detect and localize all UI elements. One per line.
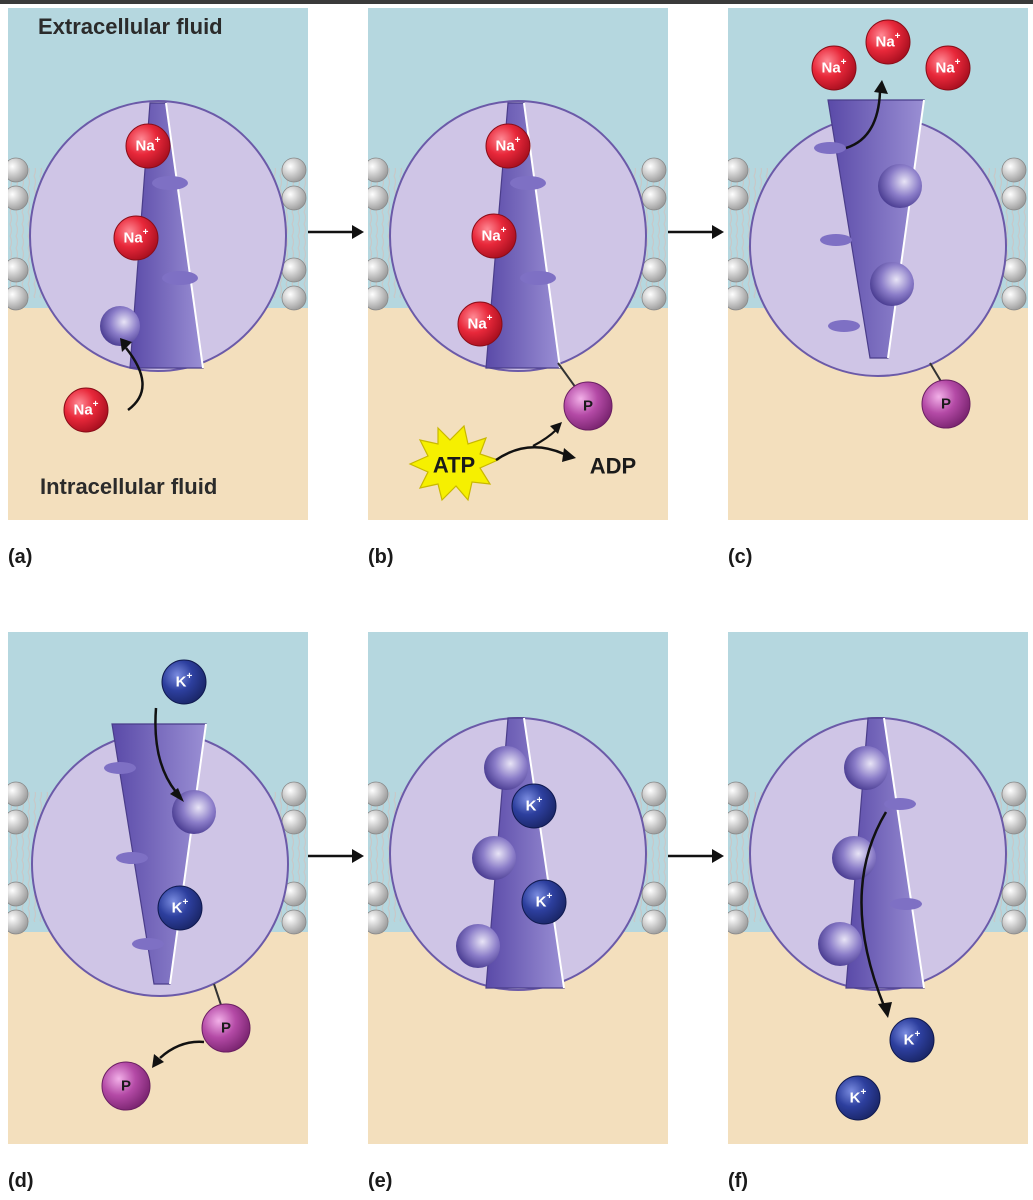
panel-f-illustration: K+ K+ bbox=[728, 632, 1028, 1144]
svg-text:Na+: Na+ bbox=[875, 31, 900, 51]
svg-text:Na+: Na+ bbox=[821, 57, 846, 77]
svg-text:Na+: Na+ bbox=[467, 313, 492, 333]
potassium-ions: K+ K+ bbox=[157, 659, 207, 931]
atp-burst: ATP bbox=[408, 424, 500, 502]
panel-d-label: (d) bbox=[8, 1170, 34, 1192]
arrow-e-to-f bbox=[668, 849, 724, 863]
pump-protein bbox=[749, 717, 1007, 991]
svg-text:Na+: Na+ bbox=[123, 227, 148, 247]
panel-f: K+ K+ bbox=[728, 632, 1028, 1144]
svg-text:P: P bbox=[121, 1078, 131, 1095]
panel-e: K+ K+ bbox=[368, 632, 668, 1144]
arrow-a-to-b bbox=[308, 225, 364, 239]
pump-protein bbox=[389, 717, 647, 991]
panel-c: Na+ Na+ Na+ P bbox=[728, 8, 1028, 520]
intracellular-fluid-label: Intracellular fluid bbox=[40, 474, 218, 499]
svg-text:Na+: Na+ bbox=[935, 57, 960, 77]
atp-to-adp-arrow bbox=[495, 422, 576, 462]
potassium-release-arrow bbox=[860, 811, 888, 1007]
phosphate-groups: P P bbox=[101, 983, 251, 1111]
release-arrow bbox=[845, 91, 882, 150]
panel-d: K+ K+ P P bbox=[8, 632, 308, 1144]
sodium-ion-entering: Na+ bbox=[63, 338, 144, 433]
sodium-ions-released: Na+ Na+ Na+ bbox=[811, 19, 971, 91]
potassium-entry-arrow bbox=[154, 707, 177, 793]
svg-text:Na+: Na+ bbox=[135, 135, 160, 155]
svg-text:P: P bbox=[583, 398, 593, 415]
panel-c-label: (c) bbox=[728, 546, 753, 568]
potassium-ions-bound: K+ K+ bbox=[511, 783, 567, 925]
sodium-ions-bound: Na+ Na+ bbox=[113, 123, 171, 261]
phosphate-group: P bbox=[921, 362, 971, 429]
pump-protein bbox=[31, 723, 289, 997]
svg-text:P: P bbox=[941, 396, 951, 413]
panel-e-illustration: K+ K+ bbox=[368, 632, 668, 1144]
svg-text:Na+: Na+ bbox=[73, 399, 98, 419]
phosphate-group: P bbox=[557, 362, 613, 431]
binding-site bbox=[100, 306, 140, 346]
arrow-b-to-c bbox=[668, 225, 724, 239]
panel-b: Na+ Na+ Na+ P ATP ADP bbox=[368, 8, 668, 520]
panel-d-illustration: K+ K+ P P bbox=[8, 632, 308, 1144]
panel-a: Na+ Na+ Na+ Extracellular fluid Intracel… bbox=[8, 8, 308, 520]
panel-f-label: (f) bbox=[728, 1170, 748, 1192]
panel-e-label: (e) bbox=[368, 1170, 393, 1192]
panel-c-illustration: Na+ Na+ Na+ P bbox=[728, 8, 1028, 520]
potassium-ions-released: K+ K+ bbox=[835, 1017, 935, 1121]
svg-text:Na+: Na+ bbox=[481, 225, 506, 245]
pump-protein bbox=[749, 99, 1007, 377]
pump-protein bbox=[389, 100, 647, 372]
top-border bbox=[0, 0, 1033, 4]
svg-text:ADP: ADP bbox=[590, 454, 636, 479]
arrow-d-to-e bbox=[308, 849, 364, 863]
sodium-ions-bound: Na+ Na+ Na+ bbox=[457, 123, 531, 347]
panel-a-label: (a) bbox=[8, 546, 33, 568]
svg-text:ATP: ATP bbox=[433, 453, 475, 478]
panel-b-label: (b) bbox=[368, 546, 394, 568]
svg-text:P: P bbox=[221, 1020, 231, 1037]
panel-a-illustration: Na+ Na+ Na+ bbox=[8, 8, 308, 520]
panel-b-illustration: Na+ Na+ Na+ P ATP ADP bbox=[368, 8, 668, 520]
extracellular-fluid-label: Extracellular fluid bbox=[38, 14, 223, 39]
svg-text:Na+: Na+ bbox=[495, 135, 520, 155]
